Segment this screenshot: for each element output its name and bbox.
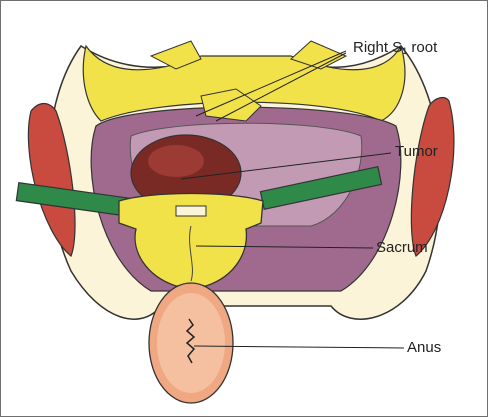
sacral-ridge — [189, 225, 193, 282]
s1-root-bundle — [200, 88, 262, 122]
label-tumor: Tumor — [395, 143, 438, 160]
upper-crest — [149, 40, 202, 70]
label-sacrum: Sacrum — [376, 239, 428, 256]
label-right-s1-root-tail: root — [407, 39, 438, 56]
anus-skin-inner — [157, 293, 225, 393]
sacrum-bone — [118, 192, 264, 287]
leader-line-right-s1-root-2 — [215, 52, 347, 122]
right-gluteal-muscle — [410, 96, 455, 257]
leader-line-sacrum — [195, 245, 374, 249]
label-right-s1-root-sub: 1 — [402, 46, 408, 56]
sacral-foramen — [175, 205, 207, 217]
tumor-highlight — [148, 145, 204, 177]
label-anus: Anus — [407, 339, 442, 356]
anus-suture — [185, 318, 196, 364]
leader-line-tumor — [180, 152, 392, 180]
label-right-s1-root-main: Right S — [353, 39, 403, 56]
leader-line-right-s1-root — [195, 50, 347, 117]
label-right-s1-root: Right S1 root — [353, 39, 437, 60]
leader-line-anus — [193, 345, 405, 349]
left-gluteal-muscle — [27, 102, 76, 257]
